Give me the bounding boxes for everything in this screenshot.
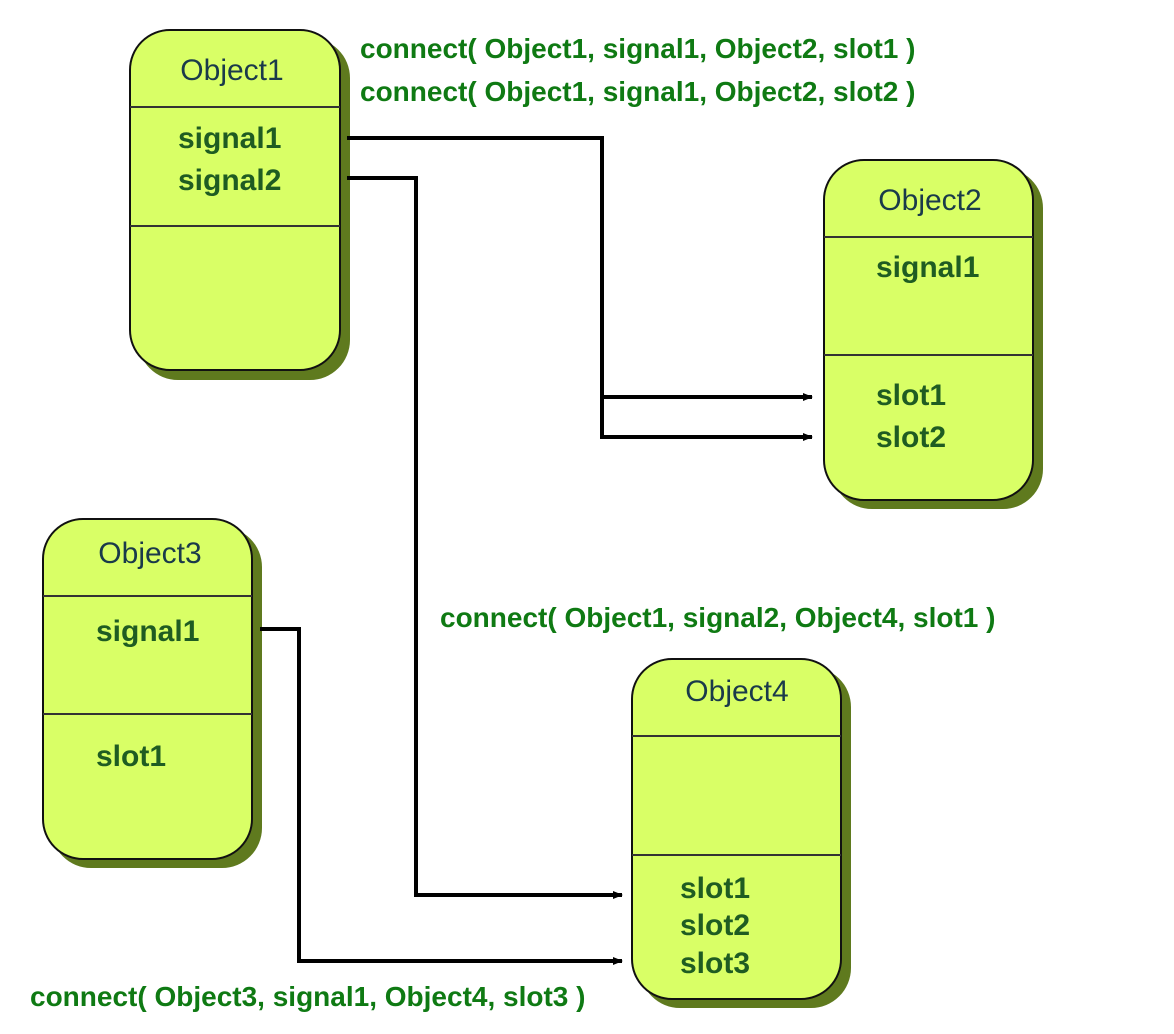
object2-slot2: slot2 <box>876 421 946 454</box>
object2-title: Object2 <box>878 184 981 217</box>
object4-box: Object4 slot1 slot2 slot3 <box>631 658 851 1008</box>
object3-slot1: slot1 <box>96 740 166 773</box>
wire-object1-signal1-to-object2-slot1 <box>347 136 813 401</box>
object1-body <box>129 29 341 371</box>
object2-signal1: signal1 <box>876 251 979 284</box>
object4-title: Object4 <box>685 675 788 708</box>
object1-title: Object1 <box>180 54 283 87</box>
object3-title: Object3 <box>98 537 201 570</box>
object2-box: Object2 signal1 slot1 slot2 <box>823 159 1043 509</box>
wire-object1-signal1-to-object2-slot2 <box>600 397 813 441</box>
connect-label-object3-signal1-object4-slot3: connect( Object3, signal1, Object4, slot… <box>30 981 585 1012</box>
wire-object1-signal2-to-object4-slot1 <box>347 176 623 899</box>
object1-signal1: signal1 <box>178 122 281 155</box>
object4-slot1: slot1 <box>680 872 750 905</box>
object2-body <box>823 159 1034 501</box>
connect-label-object1-signal1-object2-slot1: connect( Object1, signal1, Object2, slot… <box>360 33 915 64</box>
object4-slot3: slot3 <box>680 947 750 980</box>
connect-label-object1-signal2-object4-slot1: connect( Object1, signal2, Object4, slot… <box>440 602 995 633</box>
object1-box: Object1 signal1 signal2 <box>129 29 350 380</box>
object3-signal1: signal1 <box>96 615 199 648</box>
wire-object3-signal1-to-object4-slot3 <box>260 627 623 965</box>
object4-slot2: slot2 <box>680 909 750 942</box>
connect-label-object1-signal1-object2-slot2: connect( Object1, signal1, Object2, slot… <box>360 76 915 107</box>
object4-body <box>631 658 842 1000</box>
object1-signal2: signal2 <box>178 164 281 197</box>
object3-body <box>42 518 253 860</box>
object2-slot1: slot1 <box>876 379 946 412</box>
object3-box: Object3 signal1 slot1 <box>42 518 262 868</box>
